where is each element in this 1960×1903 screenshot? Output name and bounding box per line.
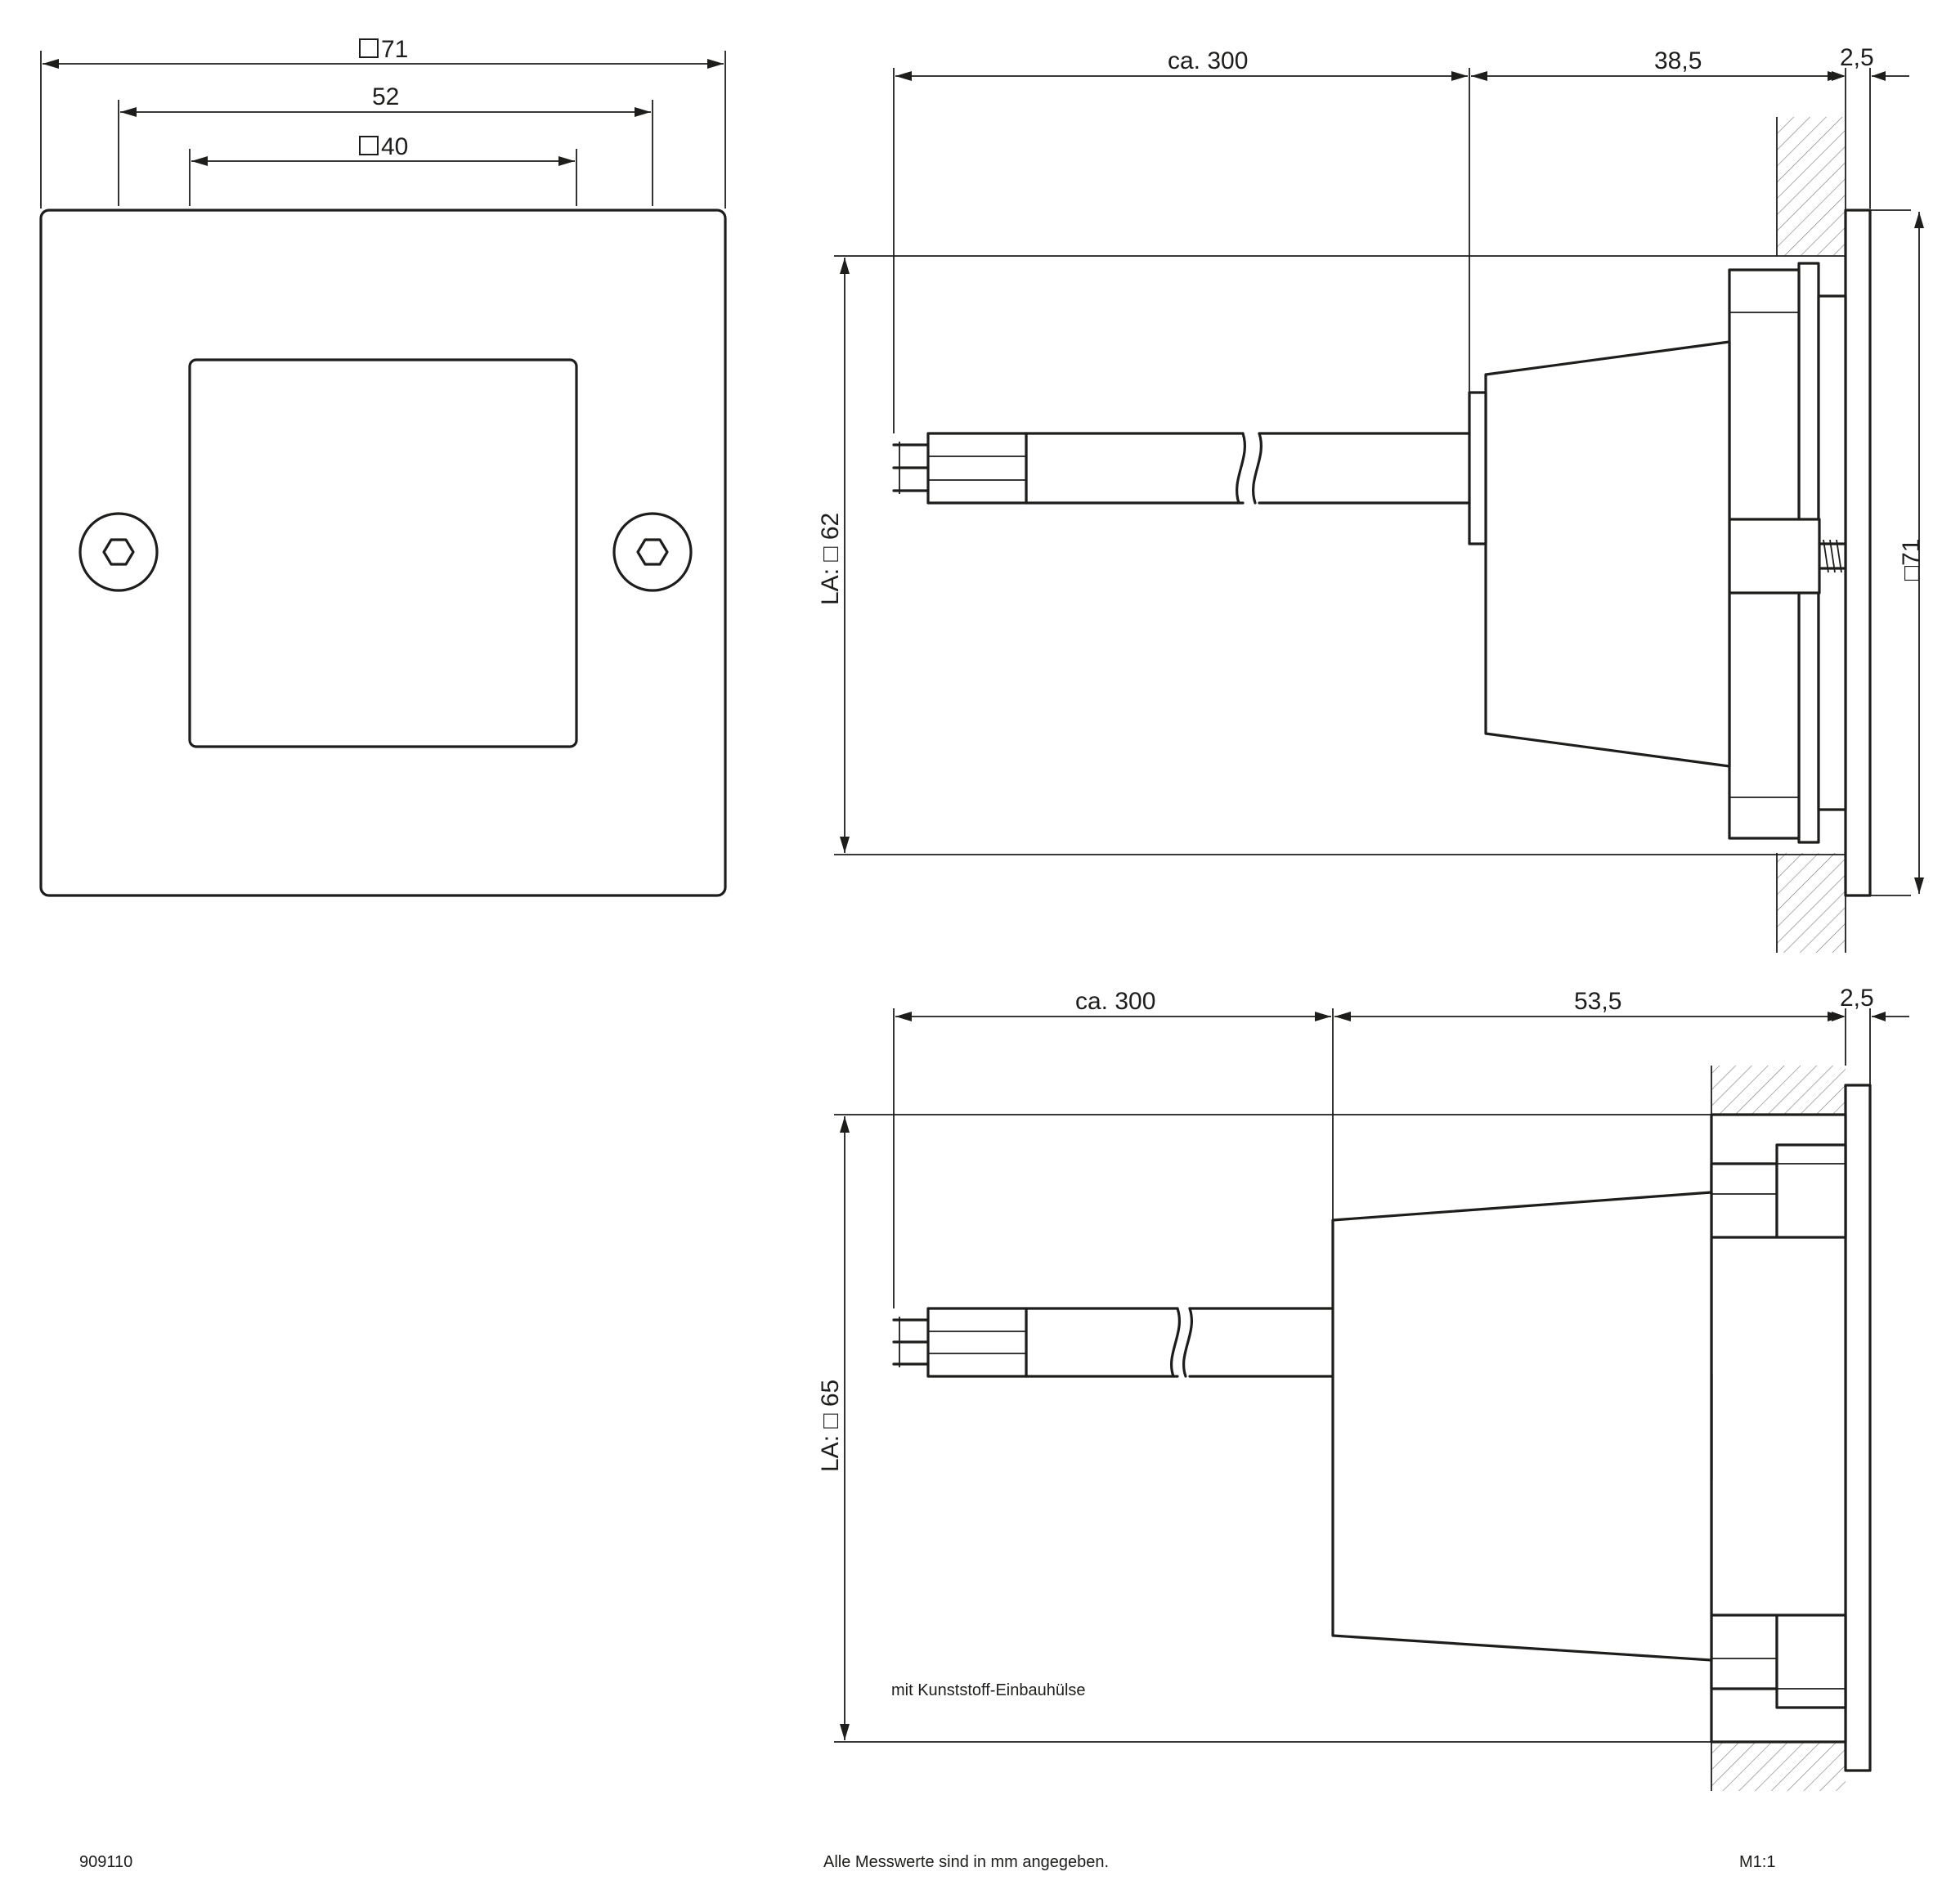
cable-gland	[1468, 391, 1487, 545]
dim-cutout-label: LA: □ 62	[817, 513, 844, 605]
dimension-cable-length: ca. 300	[895, 47, 1468, 81]
dimension-plate-thickness: 2,5	[1832, 44, 1909, 81]
dim-holes-label: 52	[372, 83, 399, 110]
dim-depth-label: 53,5	[1574, 988, 1621, 1015]
light-window	[188, 358, 578, 748]
dim-plate-label: 2,5	[1840, 985, 1874, 1012]
cable	[892, 432, 1471, 505]
square-symbol-icon	[359, 136, 379, 155]
cable-sleeve	[926, 1307, 1028, 1378]
clip-bottom	[1710, 1614, 1778, 1690]
scale-label: M1:1	[1739, 1853, 1775, 1871]
dimension-cutout: LA: □ 65	[817, 1116, 850, 1740]
dimension-depth: 38,5	[1471, 47, 1844, 81]
dim-cable-label: ca. 300	[1075, 988, 1155, 1015]
dimension-outer-width: 71	[43, 36, 724, 69]
dim-inner-label: 40	[381, 133, 408, 160]
units-note: Alle Messwerte sind in mm angegeben.	[823, 1853, 1109, 1871]
dim-plate-label: 2,5	[1840, 44, 1874, 71]
dim-height-label: □71	[1898, 539, 1925, 581]
dimension-hole-spacing: 52	[120, 83, 651, 117]
dimension-inner-width: 40	[191, 133, 575, 166]
clip-top-outer	[1775, 1143, 1847, 1239]
wall-section-bottom	[1711, 1742, 1846, 1791]
cable-sleeve	[926, 432, 1028, 505]
clip-bottom-outer	[1775, 1614, 1847, 1709]
dimension-depth: 53,5	[1334, 988, 1844, 1021]
dimension-height: □71	[1870, 209, 1925, 896]
left-screw-icon	[78, 512, 159, 592]
cover-plate-side	[1844, 209, 1872, 897]
footer: 909110 Alle Messwerte sind in mm angegeb…	[79, 1853, 1775, 1871]
wall-section-bottom	[1777, 853, 1846, 953]
side-view-top: ca. 300 38,5 2,5 LA: □ 62	[817, 44, 1925, 953]
cover-plate	[39, 209, 727, 897]
side-view-bottom: ca. 300 53,5 2,5 LA: □ 65	[817, 985, 1909, 1791]
driver-housing	[1331, 1191, 1713, 1662]
square-symbol-icon	[359, 38, 379, 58]
clip-top	[1710, 1162, 1778, 1239]
spring-clip	[1728, 518, 1821, 595]
right-screw-icon	[612, 512, 693, 592]
dim-outer-label: 71	[381, 36, 408, 63]
cable	[892, 1307, 1334, 1378]
wall-section-top	[1711, 1066, 1846, 1115]
dimension-cutout: LA: □ 62	[817, 258, 850, 853]
sleeve-note: mit Kunststoff-Einbauhülse	[891, 1681, 1086, 1699]
dimension-plate-thickness: 2,5	[1832, 985, 1909, 1021]
dimension-cable-length: ca. 300	[895, 988, 1331, 1021]
cover-plate-side	[1844, 1084, 1872, 1772]
dim-depth-label: 38,5	[1654, 47, 1702, 74]
driver-housing	[1484, 340, 1731, 768]
front-view: 71 52 40	[39, 36, 727, 897]
article-number: 909110	[79, 1853, 132, 1871]
wall-section-top	[1777, 117, 1846, 256]
dim-cutout-label: LA: □ 65	[817, 1380, 844, 1472]
spring-screw-icon	[1818, 539, 1847, 573]
dim-cable-label: ca. 300	[1168, 47, 1248, 74]
